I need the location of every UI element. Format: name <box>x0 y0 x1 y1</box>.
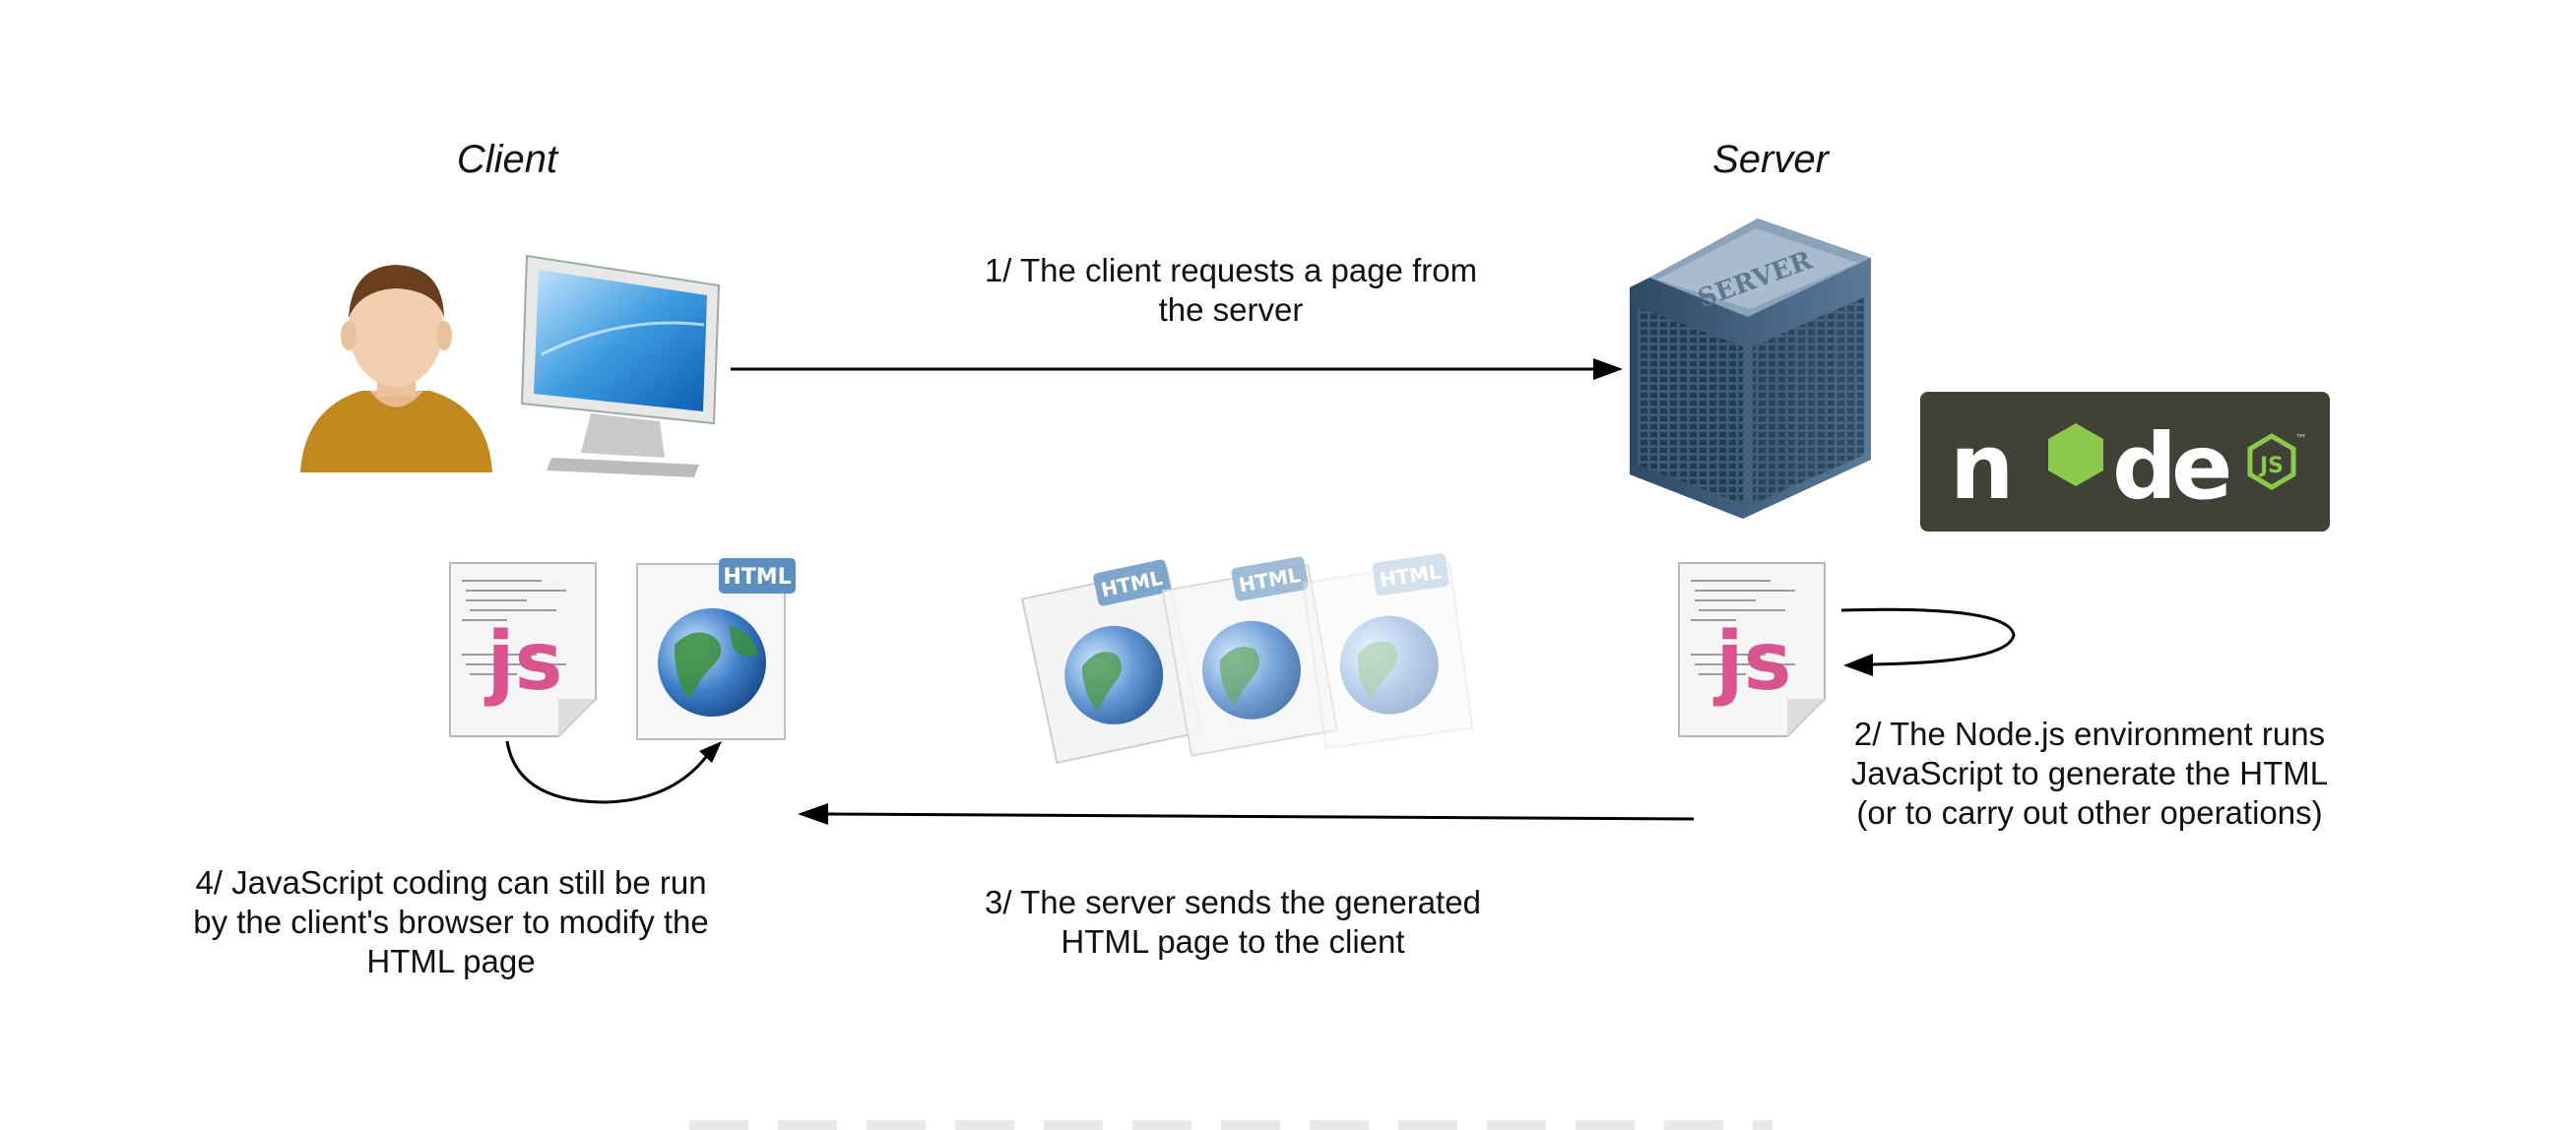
request-arrow <box>731 358 1623 380</box>
node-logo-n: n <box>1950 414 2015 520</box>
node-js-hexagon <box>2247 433 2296 490</box>
javascript-file-icon: js <box>449 562 597 737</box>
node-trademark: ™ <box>2295 432 2307 446</box>
html-file-icon: HTML <box>636 558 796 740</box>
step-2-caption: 2/ The Node.js environment runs JavaScri… <box>1850 716 2329 831</box>
server-javascript-file-icon: js <box>1678 562 1826 737</box>
html-pages-transfer-icon: HTML HTML HTML <box>1020 553 1474 765</box>
user-icon <box>300 265 492 472</box>
response-arrow <box>798 803 1695 825</box>
server-js-label: js <box>1713 615 1792 709</box>
step-3-caption: 3/ The server sends the generated HTML p… <box>985 884 1481 960</box>
node-logo-e: e <box>2171 414 2232 520</box>
client-loop-arrow <box>505 740 722 804</box>
server-heading: Server <box>1712 138 1829 181</box>
server-loop-arrow <box>1840 607 2016 676</box>
bottom-fade <box>689 1120 1772 1130</box>
server-icon: SERVER <box>1630 219 1871 519</box>
client-heading: Client <box>456 138 558 181</box>
computer-monitor-icon <box>520 254 721 477</box>
step-4-caption: 4/ JavaScript coding can still be run by… <box>193 864 709 979</box>
nodejs-logo: n d e JS ™ <box>1920 392 2330 532</box>
node-logo-hexagon <box>2048 423 2103 486</box>
step-1-caption: 1/ The client requests a page from the s… <box>984 252 1478 328</box>
node-logo-d: d <box>2112 414 2177 520</box>
node-js-badge: JS <box>2258 454 2284 478</box>
html-badge-label: HTML <box>723 565 791 590</box>
js-label: js <box>484 615 563 709</box>
